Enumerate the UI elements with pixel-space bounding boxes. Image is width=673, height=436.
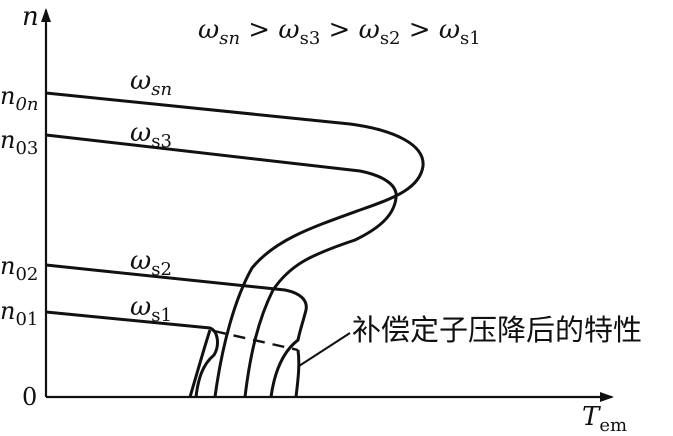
x-axis-label-sub: em: [599, 415, 628, 436]
curve-label-omega-s3: ωs3: [130, 118, 172, 152]
cond-sub-sn: sn: [219, 28, 241, 49]
compensated-dashed-line: [213, 329, 299, 352]
y-tick-n03: n03: [0, 126, 39, 159]
curve-omega-s2: [45, 263, 308, 398]
curve-omega-s2-tail: [294, 349, 301, 398]
cond-sym-s3: ω: [278, 15, 300, 45]
cond-sym-s2: ω: [358, 15, 380, 45]
compensation-annotation: 补偿定子压降后的特性: [352, 313, 643, 347]
curve-omega-sn: [45, 91, 425, 398]
curve-omega-s1-inner: [188, 329, 212, 398]
y-tick-n01: n01: [0, 297, 39, 330]
origin-label: 0: [22, 383, 38, 411]
curve-label-omega-sn: ωsn: [130, 66, 173, 100]
y-axis-label: n: [22, 2, 39, 32]
y-tick-n02: n02: [0, 252, 39, 285]
cond-sep-3: >: [400, 15, 439, 45]
cond-sym-s1: ω: [438, 15, 461, 45]
curve-label-omega-s2: ωs2: [130, 246, 172, 280]
x-axis-label-main: T: [582, 402, 600, 432]
speed-condition: ωsn > ωs3 > ωs2 > ωs1: [198, 17, 481, 48]
cond-sub-s2: s2: [379, 28, 401, 49]
cond-sym-sn: ω: [198, 15, 220, 45]
curve-omega-s3: [45, 133, 398, 398]
cond-sub-s1: s1: [460, 28, 481, 49]
x-axis-label: Tem: [582, 404, 627, 435]
curve-omega-s1: [45, 310, 219, 398]
cond-sep-2: >: [320, 15, 359, 45]
y-tick-n0n: n0n: [0, 82, 39, 115]
curve-label-omega-s1: ωs1: [130, 292, 172, 326]
cond-sep-1: >: [240, 15, 279, 45]
cond-sub-s3: s3: [299, 28, 321, 49]
annotation-leader: [298, 332, 351, 367]
